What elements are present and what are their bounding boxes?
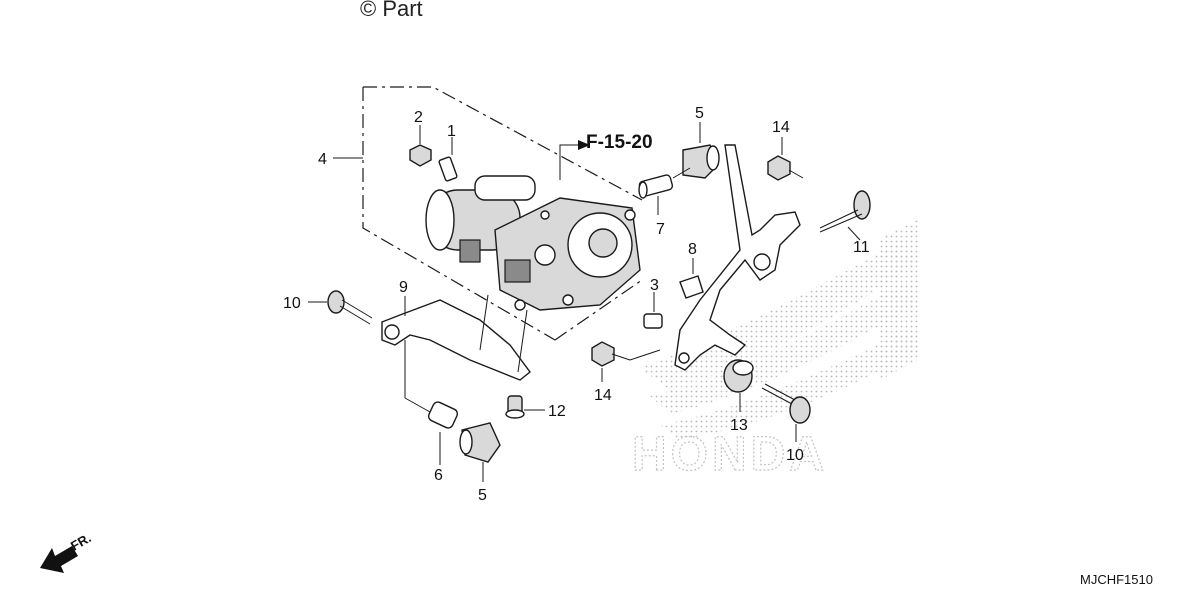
part-11-long-bolt [819, 190, 871, 241]
leader-9b [517, 309, 528, 373]
callout-7: 7 [656, 221, 665, 238]
part-12-screw [505, 395, 545, 419]
callout-13: 13 [730, 417, 748, 434]
callout-11: 11 [853, 239, 870, 256]
callout-14-upper: 14 [772, 119, 790, 136]
part-6-collar [404, 340, 459, 465]
part-14-bolt-upper [767, 137, 804, 181]
front-direction-arrow-icon [40, 546, 78, 573]
callout-9: 9 [399, 279, 408, 296]
right-bracket [674, 144, 801, 371]
part-5-grommet-upper [682, 122, 720, 179]
honda-watermark-text: HONDA [632, 428, 828, 481]
part-8-clip [679, 258, 704, 299]
callout-14-lower: 14 [594, 387, 612, 404]
callout-10-left: 10 [283, 295, 301, 312]
callout-labels: 1 2 3 4 5 5 6 7 8 9 10 10 11 12 13 14 14 [283, 105, 870, 504]
callout-4: 4 [318, 151, 327, 168]
callout-2: 2 [414, 109, 423, 126]
callout-6: 6 [434, 467, 443, 484]
callout-12: 12 [548, 403, 566, 420]
part-9-bracket [381, 296, 531, 381]
part-14-bolt-lower [591, 341, 661, 382]
copyright-text: © Part [360, 0, 423, 21]
leader-9 [479, 294, 489, 351]
callout-5-upper: 5 [695, 105, 704, 122]
part-1-bleed-screw [438, 137, 458, 182]
assembly-outline [333, 86, 643, 341]
part-5-grommet-lower [459, 422, 501, 482]
callout-10-right: 10 [786, 447, 804, 464]
callout-8: 8 [688, 241, 697, 258]
part-10-bolt-right [761, 383, 811, 442]
callout-3: 3 [650, 277, 659, 294]
part-3-collar [643, 292, 663, 329]
part-2-nut [409, 125, 432, 167]
part-7-collar [638, 167, 691, 215]
callout-5-lower: 5 [478, 487, 487, 504]
part-10-bolt-left [308, 290, 373, 325]
reference-code: F-15-20 [586, 132, 653, 153]
callout-1: 1 [447, 123, 456, 140]
part-13-rubber-mount [723, 359, 754, 412]
reference-pointer [559, 140, 590, 180]
diagram-code: MJCHF1510 [1080, 572, 1153, 587]
honda-wing-watermark [640, 220, 918, 440]
shift-actuator-assembly [425, 175, 641, 311]
